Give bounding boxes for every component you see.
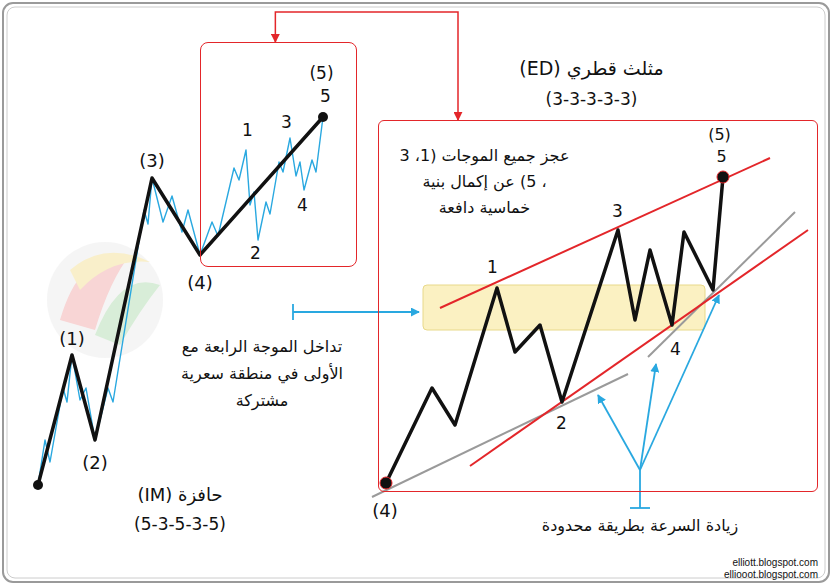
callout-number: 1: [242, 120, 253, 141]
inner-frame: [7, 7, 825, 578]
leader-arrow: [598, 395, 640, 470]
trend-line: [648, 212, 795, 357]
wave-dot: [717, 171, 729, 183]
wave-dot: [318, 112, 328, 122]
callout-number: 4: [297, 195, 308, 216]
wave-structure: (5-3-5-3-5): [134, 514, 226, 535]
callout-number: 3: [612, 201, 623, 222]
callout-number: 5: [320, 86, 331, 107]
callout-number: (5): [309, 63, 333, 84]
leader-arrow: [640, 295, 719, 470]
leader-arrow: [293, 311, 419, 313]
callout-number: (3): [139, 149, 165, 172]
callout-number: 1: [487, 257, 498, 278]
callout-text: تداخل الموجة الرابعة مع الأولى في منطقة …: [181, 333, 343, 414]
callout-number: 2: [250, 243, 261, 264]
logo-disc: [47, 242, 163, 358]
watermark-logo: [47, 242, 163, 358]
box-title: مثلث قطري (ED): [519, 56, 663, 80]
zoom-box: (5)5 1 3 4 2: [200, 42, 357, 267]
callout-number: (1): [59, 327, 85, 350]
watermark: elliott.blogspot.com: [732, 556, 818, 569]
callout-number: (4): [372, 499, 398, 522]
callout-number: 4: [670, 339, 681, 360]
logo-swoosh: [70, 253, 150, 290]
impulse-wave-line: [38, 117, 323, 485]
wave-dot: [380, 477, 392, 489]
watermark: elliooot.blogspot.com: [724, 568, 818, 581]
wave-structure: (3-3-3-3-3): [546, 89, 638, 110]
callout-number: 5: [716, 147, 726, 167]
outer-frame: [3, 3, 829, 582]
leader-line: [639, 470, 641, 508]
diagonal-box: مثلث قطري (ED)(3-3-3-3-3)عجز جميع الموجا…: [378, 120, 818, 492]
callout-text: زيادة السرعة بطريقة محدودة: [542, 516, 738, 536]
zoom-connector: [275, 12, 458, 120]
callout-number: (2): [82, 451, 108, 474]
callout-number: (5): [708, 125, 731, 145]
wave-dot: [33, 480, 43, 490]
pattern-name: حافزة (IM): [137, 483, 222, 506]
callout-number: 2: [556, 413, 567, 434]
sub-wave-line: [38, 117, 323, 485]
callout-number: (4): [187, 271, 213, 294]
diagonal-wave-line: [386, 177, 723, 483]
note-text: عجز جميع الموجات (1، 3 ، 5) عن إكمال بني…: [399, 143, 571, 221]
callout-number: 3: [281, 112, 292, 133]
